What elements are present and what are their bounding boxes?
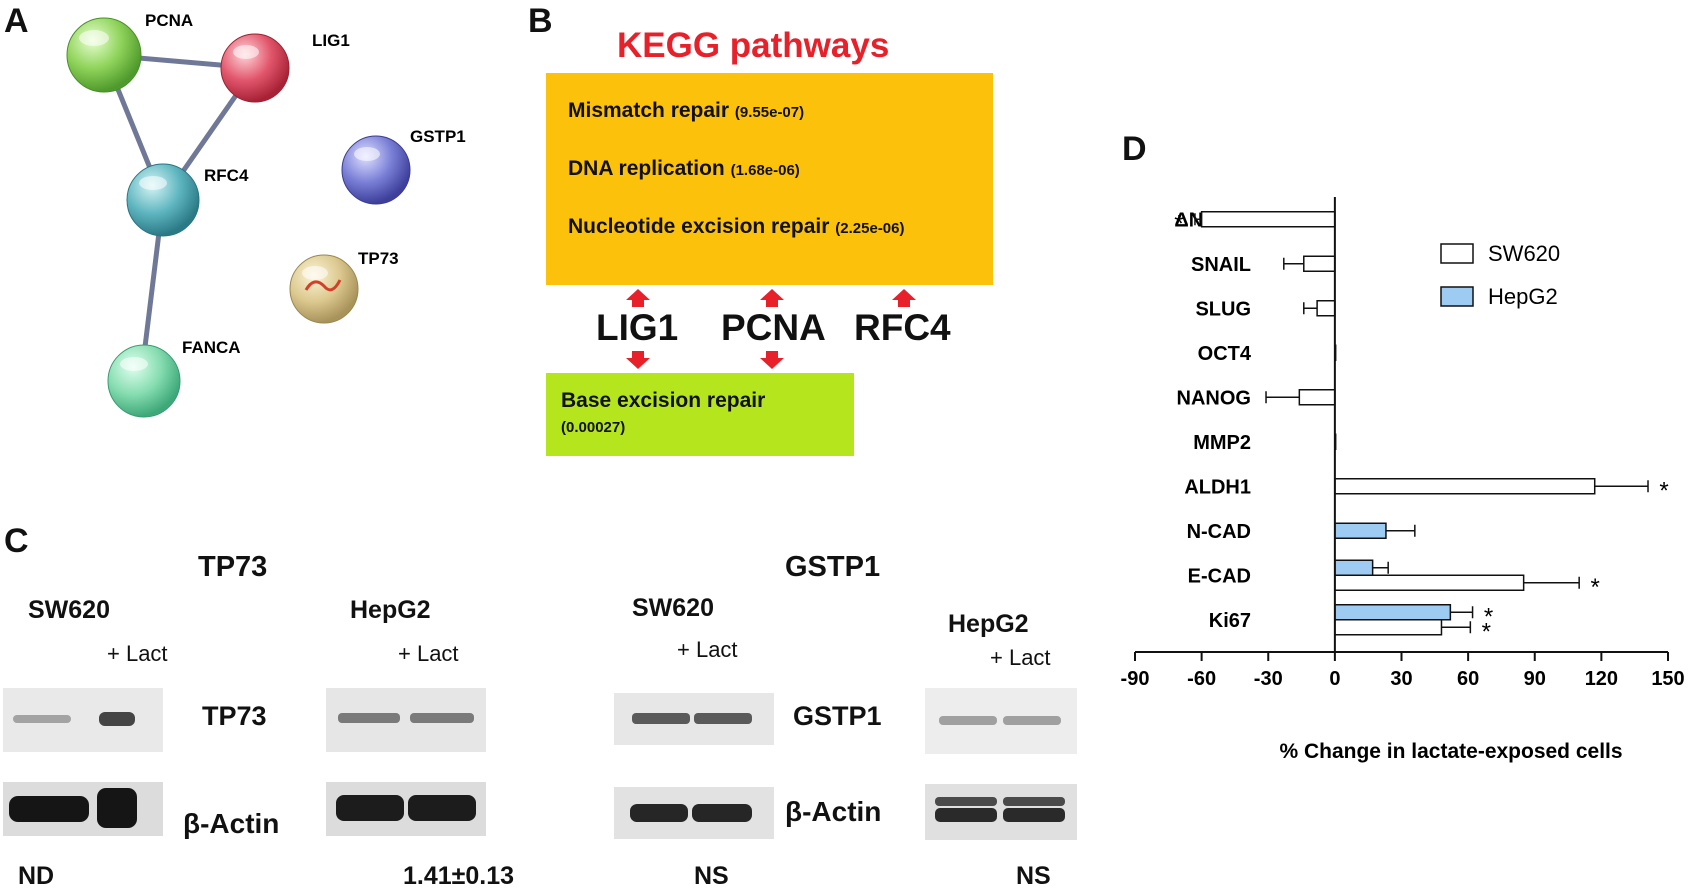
bar-hepg2 [1334, 559, 1374, 576]
legend-swatch-hepg2 [1440, 286, 1474, 307]
bar-hepg2 [1334, 604, 1452, 621]
bar-sw620 [1334, 478, 1596, 495]
blot-gstp1-hepg2 [925, 688, 1077, 754]
tp73-hepg2-label: HepG2 [350, 596, 431, 624]
category-label: SNAIL [1191, 254, 1251, 276]
tp73-band-label: TP73 [202, 701, 267, 731]
panel-label-a: A [4, 2, 29, 40]
bar-hepg2 [1334, 522, 1387, 539]
gstp1-hepg2-stat: NS [1016, 862, 1051, 890]
significance-marker: * [1174, 210, 1183, 237]
panel-label-c: C [4, 522, 29, 560]
blot-actin-gstp1-hepg2 [925, 784, 1077, 840]
base-excision-box: Base excision repair (0.00027) [546, 373, 854, 456]
category-label: OCT4 [1198, 343, 1252, 365]
legend-label-sw620: SW620 [1488, 241, 1560, 266]
tp73-hepg2-stat: 1.41±0.13 [403, 862, 515, 890]
gstp1-hepg2-lact: + Lact [990, 645, 1051, 670]
node-label-tp73: TP73 [358, 249, 399, 268]
bar-sw620 [1298, 389, 1336, 406]
bar-sw620 [1200, 211, 1336, 228]
node-tp73[interactable]: TP73 [289, 249, 399, 324]
x-tick-label: -30 [1254, 668, 1283, 690]
legend-label-hepg2: HepG2 [1488, 284, 1558, 309]
node-label-pcna: PCNA [145, 11, 193, 30]
x-tick-label: 60 [1457, 668, 1479, 690]
x-tick-label: 120 [1585, 668, 1618, 690]
significance-marker: * [1482, 618, 1491, 645]
node-label-rfc4: RFC4 [204, 166, 249, 185]
bar-chart: ΔNTP73SNAILSLUGOCT4NANOGMMP2ALDH1N-CADE-… [1121, 197, 1685, 763]
category-label: N-CAD [1187, 521, 1251, 543]
significance-marker: * [1659, 477, 1668, 504]
panel-label-b: B [528, 2, 553, 40]
gene-rfc4: RFC4 [854, 307, 951, 348]
category-label: ALDH1 [1184, 476, 1251, 498]
bar-sw620 [1303, 255, 1336, 272]
gstp1-actin-label: β-Actin [785, 796, 882, 827]
gene-pcna: PCNA [721, 307, 826, 348]
node-gstp1[interactable]: GSTP1 [341, 127, 466, 205]
node-fanca[interactable]: FANCA [107, 338, 241, 418]
node-rfc4[interactable]: RFC4 [126, 163, 249, 237]
x-tick-label: 90 [1524, 668, 1546, 690]
tp73-sw620-label: SW620 [28, 596, 110, 624]
x-tick-label: -90 [1121, 668, 1150, 690]
significance-marker: * [1590, 574, 1599, 601]
x-tick-label: 0 [1329, 668, 1340, 690]
blot-tp73-sw620 [3, 688, 163, 752]
significance-marker: * [1484, 603, 1493, 630]
category-label: MMP2 [1193, 432, 1251, 454]
kegg-title: KEGG pathways [617, 26, 890, 65]
blot-actin-gstp1-sw620 [614, 787, 774, 839]
node-pcna[interactable]: PCNA [66, 11, 193, 93]
blot-gstp1-sw620 [614, 693, 774, 745]
gstp1-sw620-lact: + Lact [677, 637, 738, 662]
node-label-gstp1: GSTP1 [410, 127, 466, 146]
tp73-sw620-stat: ND [18, 862, 55, 890]
legend-swatch-sw620 [1440, 243, 1474, 264]
protein-network: PCNA LIG1 GSTP1 RFC4 TP73 FANCA [66, 11, 466, 418]
x-tick-label: -60 [1187, 668, 1216, 690]
x-tick-label: 30 [1390, 668, 1412, 690]
category-label: NANOG [1177, 387, 1251, 409]
kegg-item-mismatch: Mismatch repair (9.55e-07) [568, 99, 805, 122]
gstp1-section-title: GSTP1 [785, 551, 881, 583]
bar-sw620 [1316, 300, 1336, 317]
blot-actin-tp73-sw620 [3, 782, 163, 836]
gstp1-hepg2-label: HepG2 [948, 610, 1029, 638]
kegg-item-nucleotide-excision: Nucleotide excision repair (2.25e-06) [568, 215, 905, 238]
panel-label-d: D [1122, 130, 1147, 168]
gstp1-band-label: GSTP1 [793, 701, 882, 731]
gene-lig1: LIG1 [596, 307, 679, 348]
tp73-actin-label: β-Actin [183, 808, 280, 839]
category-label: E-CAD [1188, 565, 1251, 587]
blot-tp73-hepg2 [326, 688, 486, 752]
gstp1-sw620-stat: NS [694, 862, 729, 890]
node-label-lig1: LIG1 [312, 31, 350, 50]
kegg-item-dna-replication: DNA replication (1.68e-06) [568, 157, 800, 180]
tp73-section-title: TP73 [198, 551, 268, 583]
kegg-pathway-box: Mismatch repair (9.55e-07) DNA replicati… [546, 73, 993, 285]
bar-sw620 [1334, 574, 1525, 591]
node-lig1[interactable]: LIG1 [220, 31, 350, 103]
tp73-sw620-lact: + Lact [107, 641, 168, 666]
bar-sw620 [1334, 619, 1443, 636]
tp73-hepg2-lact: + Lact [398, 641, 459, 666]
gstp1-sw620-label: SW620 [632, 594, 714, 622]
kegg-arrows [626, 289, 916, 369]
base-excision-p: (0.00027) [561, 419, 626, 436]
node-label-fanca: FANCA [182, 338, 241, 357]
chart-x-axis-label: % Change in lactate-exposed cells [1279, 740, 1622, 763]
category-label: Ki67 [1209, 610, 1251, 632]
category-label: SLUG [1195, 298, 1251, 320]
base-excision-name: Base excision repair [561, 389, 766, 412]
blot-actin-tp73-hepg2 [326, 782, 486, 836]
x-tick-label: 150 [1651, 668, 1684, 690]
